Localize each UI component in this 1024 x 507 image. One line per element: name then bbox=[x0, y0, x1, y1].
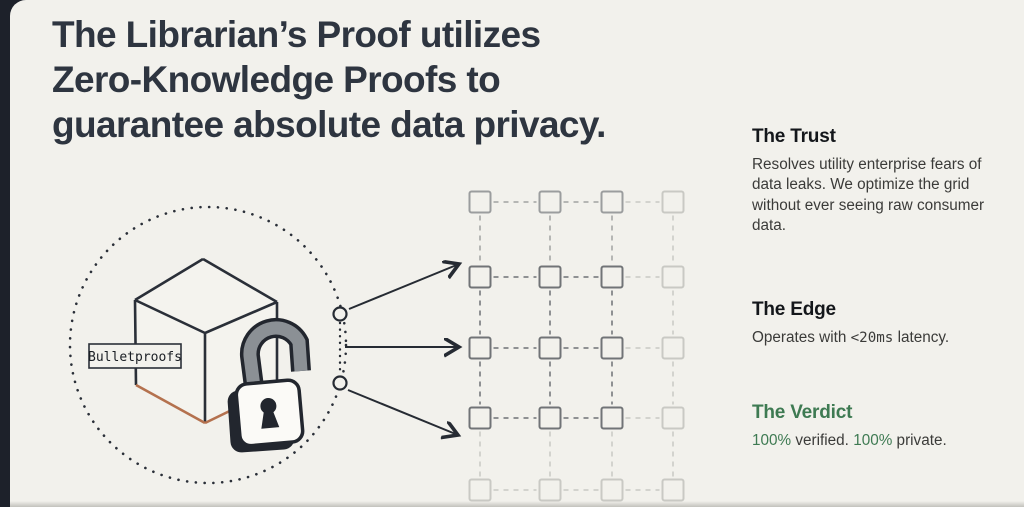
grid-square bbox=[600, 265, 624, 289]
grid-square bbox=[600, 406, 624, 430]
edge-latency-value: <20ms bbox=[850, 330, 894, 346]
cube-icon bbox=[133, 257, 279, 425]
grid-square bbox=[661, 336, 685, 360]
grid-square bbox=[468, 265, 492, 289]
section-verdict: The Verdict 100% verified. 100% private. bbox=[752, 402, 1004, 451]
trust-body: Resolves utility enterprise fears of dat… bbox=[752, 156, 985, 235]
grid-square bbox=[468, 190, 492, 214]
grid-square bbox=[661, 190, 685, 214]
grid-square bbox=[600, 336, 624, 360]
edge-body-suffix: latency. bbox=[893, 329, 950, 346]
bulletproofs-label-text: Bulletproofs bbox=[88, 350, 182, 365]
grid-square bbox=[538, 406, 562, 430]
grid-square bbox=[661, 478, 685, 502]
grid-square bbox=[600, 478, 624, 502]
grid-square bbox=[468, 406, 492, 430]
trust-title: The Trust bbox=[752, 126, 836, 147]
node-circle-icon bbox=[332, 375, 348, 391]
grid-square bbox=[661, 406, 685, 430]
node-circle-icon bbox=[332, 306, 348, 322]
verdict-stat-2: 100% bbox=[853, 432, 893, 449]
arrow-icon bbox=[348, 264, 459, 310]
edge-title: The Edge bbox=[752, 299, 836, 320]
grid-square bbox=[538, 478, 562, 502]
padlock-icon bbox=[227, 318, 311, 453]
page-title: The Librarian’s Proof utilizes Zero-Know… bbox=[52, 12, 732, 147]
arrow-icon bbox=[347, 389, 458, 435]
grid-square bbox=[468, 478, 492, 502]
grid-square bbox=[538, 336, 562, 360]
grid-of-squares bbox=[468, 190, 685, 502]
verdict-stat-1: 100% bbox=[752, 432, 792, 449]
grid-square bbox=[538, 190, 562, 214]
grid-square bbox=[468, 336, 492, 360]
edge-body: Operates with <20ms latency. bbox=[752, 328, 1004, 348]
edge-body-prefix: Operates with bbox=[752, 329, 851, 346]
verdict-title: The Verdict bbox=[752, 402, 853, 423]
page-title-line-1: The Librarian’s Proof utilizes bbox=[52, 14, 541, 55]
grid-square bbox=[600, 190, 624, 214]
proof-nodes bbox=[332, 306, 348, 391]
zk-proof-illustration: Bulletproofs bbox=[68, 190, 685, 502]
keyhole-icon bbox=[260, 398, 280, 429]
proof-arrows bbox=[345, 264, 459, 435]
grid-square bbox=[661, 265, 685, 289]
verdict-text-2: private. bbox=[892, 432, 947, 449]
grid-square bbox=[538, 265, 562, 289]
content-panel: The Librarian’s Proof utilizes Zero-Know… bbox=[10, 0, 1024, 507]
verdict-body: 100% verified. 100% private. bbox=[752, 431, 1004, 451]
page-title-line-2: Zero-Knowledge Proofs to bbox=[52, 59, 501, 100]
verdict-text-1: verified. bbox=[791, 432, 854, 449]
bulletproofs-label: Bulletproofs bbox=[88, 343, 182, 369]
dotted-circle bbox=[68, 205, 348, 485]
section-trust: The Trust Resolves utility enterprise fe… bbox=[752, 126, 1004, 236]
section-edge: The Edge Operates with <20ms latency. bbox=[752, 299, 1004, 348]
page-title-line-3: guarantee absolute data privacy. bbox=[52, 104, 606, 145]
